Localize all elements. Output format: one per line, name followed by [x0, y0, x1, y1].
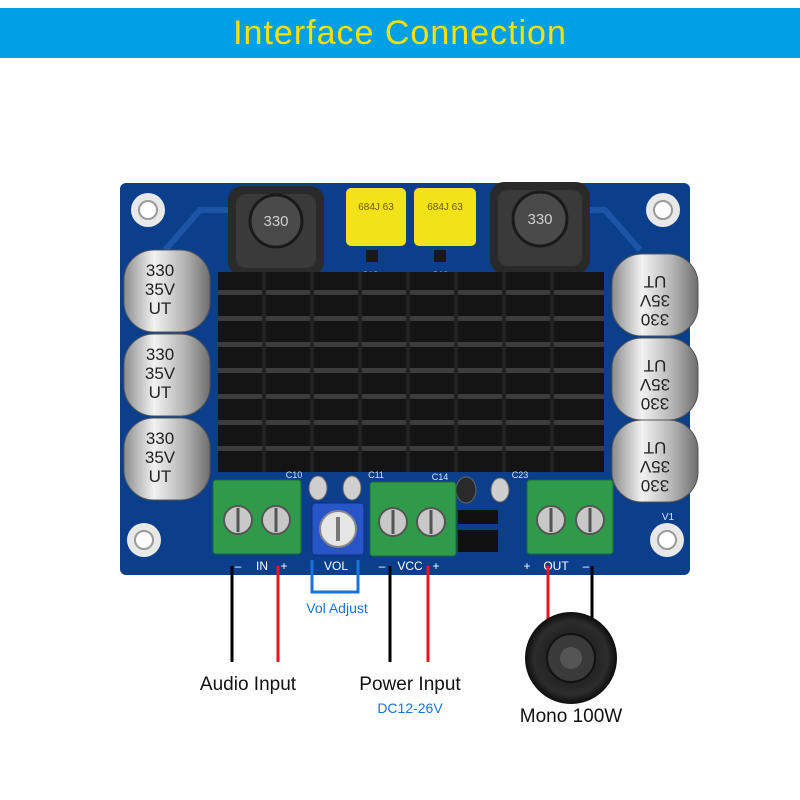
electrolytic-capacitor: 330 35V UT [123, 249, 211, 333]
silkscreen-vol: VOL [324, 559, 348, 573]
film-capacitor-code: 684J 63 [358, 202, 394, 213]
silkscreen-in: IN [256, 559, 268, 573]
small-capacitors [308, 475, 510, 552]
electrolytic-capacitor: 330 35V UT [123, 417, 211, 501]
svg-text:35V: 35V [639, 291, 670, 310]
svg-text:330: 330 [146, 261, 174, 280]
title-banner [0, 8, 800, 58]
svg-text:35V: 35V [145, 364, 176, 383]
svg-text:UT: UT [149, 383, 172, 402]
vol-adjust-bracket [310, 560, 360, 594]
silkscreen-minus: – [379, 559, 386, 573]
svg-text:UT: UT [149, 299, 172, 318]
silkscreen-plus: + [432, 559, 439, 573]
svg-text:330: 330 [146, 345, 174, 364]
svg-text:35V: 35V [639, 457, 670, 476]
svg-text:UT: UT [644, 356, 667, 375]
svg-text:35V: 35V [145, 448, 176, 467]
inductor-code: 330 [263, 213, 288, 230]
heatsink [218, 272, 604, 472]
speaker-label: Mono 100W [519, 706, 623, 727]
silkscreen-plus: + [280, 559, 287, 573]
mounting-holes [127, 193, 684, 557]
silkscreen-v1: V1 [662, 512, 675, 523]
svg-text:330: 330 [146, 429, 174, 448]
svg-text:330: 330 [641, 310, 669, 329]
svg-text:UT: UT [149, 467, 172, 486]
silkscreen-minus: – [235, 559, 242, 573]
silkscreen-c11: C11 [368, 470, 384, 480]
inductor-right: 330 [490, 182, 590, 274]
silkscreen-c10: C10 [286, 470, 303, 480]
silkscreen-c23: C23 [512, 470, 529, 480]
svg-text:330: 330 [641, 476, 669, 495]
terminal-block-vcc [369, 481, 457, 557]
svg-text:35V: 35V [639, 375, 670, 394]
inductor-left: 330 [228, 186, 324, 276]
svg-text:330: 330 [641, 394, 669, 413]
silkscreen-minus: – [583, 559, 590, 573]
page-title: Interface Connection [233, 14, 567, 52]
svg-text:UT: UT [644, 438, 667, 457]
vol-adjust-label: Vol Adjust [306, 600, 368, 616]
silkscreen-vcc: VCC [397, 559, 423, 573]
electrolytic-capacitor: 330 35V UT [123, 333, 211, 417]
svg-text:UT: UT [644, 272, 667, 291]
power-spec-label: DC12-26V [377, 700, 443, 716]
speaker-icon [525, 612, 617, 704]
terminal-block-out [526, 479, 614, 555]
inductor-code: 330 [527, 211, 552, 228]
volume-potentiometer [311, 502, 365, 556]
electrolytic-capacitor: 330 35V UT [611, 419, 699, 503]
pcb-trace [162, 207, 240, 252]
electrolytic-capacitor: 330 35V UT [611, 337, 699, 421]
silkscreen-plus: + [523, 559, 530, 573]
silkscreen-out: OUT [543, 559, 569, 573]
electrolytic-capacitor: 330 35V UT [611, 253, 699, 337]
svg-text:35V: 35V [145, 280, 176, 299]
audio-input-label: Audio Input [199, 674, 297, 695]
power-input-label: Power Input [359, 674, 461, 695]
silkscreen-c14: C14 [432, 472, 449, 482]
terminal-block-in [212, 479, 302, 555]
film-capacitor-code: 684J 63 [427, 202, 463, 213]
